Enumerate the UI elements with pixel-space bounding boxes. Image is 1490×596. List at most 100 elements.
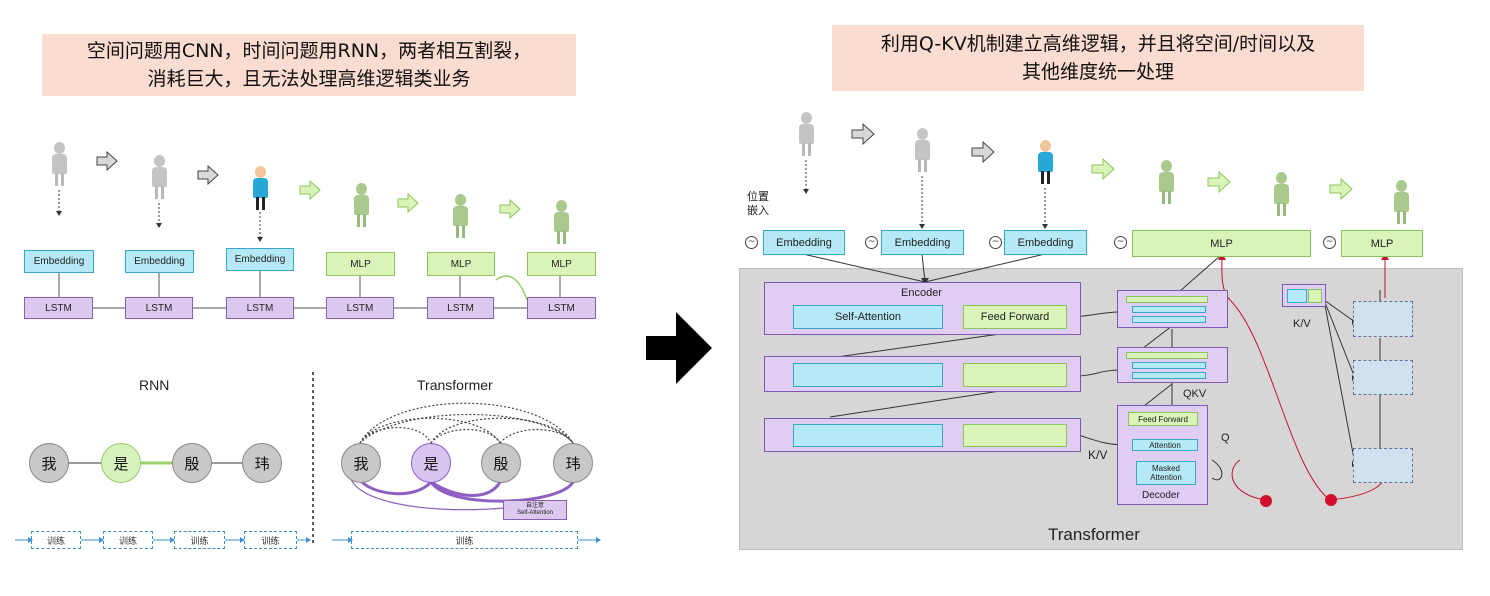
right-embedding-box-3: Embedding (1004, 230, 1087, 255)
person-gray-icon (798, 112, 814, 156)
left-mlp-box-2: MLP (427, 252, 495, 276)
lstm-box-2: LSTM (125, 297, 193, 319)
decoder-stack-masked (1132, 372, 1206, 379)
person-green-icon (452, 194, 468, 238)
encoder-block-2 (764, 356, 1081, 392)
red-dot-1 (1260, 495, 1272, 507)
kv-label-left: K/V (1088, 448, 1108, 462)
right-banner: 利用Q-KV机制建立高维逻辑，并且将空间/时间以及 其他维度统一处理 (832, 25, 1364, 91)
encoder-label: Encoder (901, 287, 942, 299)
kv-box (1282, 284, 1326, 307)
self-attention-small-label: 自注意 Self-Attention (516, 503, 554, 516)
lstm-box-4: LSTM (326, 297, 394, 319)
person-gray-icon (151, 155, 167, 199)
feed-forward-box: Feed Forward (963, 305, 1067, 329)
person-gray-icon (51, 142, 67, 186)
person-green-icon (553, 200, 569, 244)
arrow-right-icon (96, 150, 219, 186)
kv-label-right: K/V (1293, 318, 1311, 330)
masked-attention-box: Masked Attention (1136, 461, 1196, 485)
decoder-block: Feed Forward Attention Masked Attention … (1117, 405, 1208, 505)
lstm-box-6: LSTM (527, 297, 596, 319)
train-box-4: 训练 (244, 531, 297, 549)
left-embedding-box-1: Embedding (24, 250, 94, 273)
person-green-icon (1158, 160, 1174, 204)
person-green-icon (353, 183, 369, 227)
sine-wave-icon: ~ (865, 236, 878, 249)
right-banner-line2: 其他维度统一处理 (1021, 61, 1174, 83)
rnn-node-3: 殷 (172, 443, 212, 483)
sine-wave-icon: ~ (1323, 236, 1336, 249)
arrow-right-green-icon (299, 179, 521, 220)
train-box-3: 训练 (174, 531, 225, 549)
right-mlp-box-2: MLP (1341, 230, 1423, 257)
decoder-stack-ff (1126, 352, 1208, 359)
sine-wave-icon: ~ (745, 236, 758, 249)
decoder-label: Decoder (1142, 490, 1180, 501)
train-box-1: 训练 (31, 531, 81, 549)
rnn-node-1: 我 (29, 443, 69, 483)
decoder-stack-attn (1132, 362, 1206, 369)
feed-forward-box-empty (963, 424, 1067, 447)
rnn-node-2: 是 (101, 443, 141, 483)
panel-title: Transformer (1048, 525, 1140, 544)
decoder-stack-attn (1132, 306, 1206, 313)
left-embedding-box-2: Embedding (125, 250, 194, 273)
decoder-column-box-1 (1353, 301, 1413, 337)
train-box-2: 训练 (103, 531, 153, 549)
train-box-long: 训练 (351, 531, 578, 549)
kv-box-key (1287, 289, 1307, 303)
qkv-label: QKV (1183, 388, 1207, 400)
left-arrows-layer (15, 150, 712, 545)
transformer-node-3: 殷 (481, 443, 521, 483)
transformer-node-2: 是 (411, 443, 451, 483)
left-mlp-box-1: MLP (326, 252, 395, 276)
masked-attention-label: Masked Attention (1150, 464, 1182, 482)
lstm-box-1: LSTM (24, 297, 93, 319)
self-attention-box-empty (793, 424, 943, 447)
position-embedding-line2: 嵌入 (747, 204, 769, 217)
left-transformer-title: Transformer (417, 377, 493, 393)
lstm-box-5: LSTM (427, 297, 494, 319)
left-banner: 空间问题用CNN，时间问题用RNN，两者相互割裂， 消耗巨大，且无法处理高维逻辑… (42, 34, 576, 96)
red-dot-2 (1325, 494, 1337, 506)
position-embedding-label: 位置 嵌入 (747, 190, 769, 218)
rnn-title: RNN (139, 377, 170, 393)
transformer-node-4: 玮 (553, 443, 593, 483)
left-banner-line1: 空间问题用CNN，时间问题用RNN，两者相互割裂， (86, 40, 532, 62)
right-embedding-box-2: Embedding (881, 230, 964, 255)
feed-forward-box-empty (963, 363, 1067, 387)
sine-wave-icon: ~ (1114, 236, 1127, 249)
sine-wave-icon: ~ (989, 236, 1002, 249)
person-blue-icon (252, 166, 268, 210)
person-green-icon (1393, 180, 1409, 224)
kv-box-value (1308, 289, 1322, 303)
q-label: Q (1221, 432, 1230, 444)
rnn-node-4: 玮 (242, 443, 282, 483)
decoder-stack-ff (1126, 296, 1208, 303)
arrow-right-icon (851, 122, 995, 164)
decoder-stack-masked (1132, 316, 1206, 323)
lstm-box-3: LSTM (226, 297, 294, 319)
left-banner-line2: 消耗巨大，且无法处理高维逻辑类业务 (147, 68, 471, 90)
encoder-block-3 (764, 418, 1081, 452)
person-green-icon (1273, 172, 1289, 216)
decoder-stack-1 (1117, 290, 1228, 328)
big-arrow-right-icon (646, 312, 712, 384)
right-embedding-box-1: Embedding (763, 230, 845, 255)
decoder-attention-box: Attention (1132, 439, 1198, 451)
self-attention-small-box: 自注意 Self-Attention (503, 500, 567, 520)
left-mlp-box-3: MLP (527, 252, 596, 276)
decoder-feed-forward-box: Feed Forward (1128, 412, 1198, 426)
arrow-right-green-icon (1091, 157, 1353, 201)
person-blue-icon (1037, 140, 1053, 184)
decoder-column-box-3 (1353, 448, 1413, 483)
decoder-column-box-2 (1353, 360, 1413, 395)
position-embedding-line1: 位置 (747, 190, 769, 203)
person-gray-icon (914, 128, 930, 172)
right-banner-line1: 利用Q-KV机制建立高维逻辑，并且将空间/时间以及 (880, 33, 1316, 55)
encoder-block-1: Encoder Self-Attention Feed Forward (764, 282, 1081, 335)
left-embedding-box-3: Embedding (226, 248, 294, 271)
transformer-node-1: 我 (341, 443, 381, 483)
